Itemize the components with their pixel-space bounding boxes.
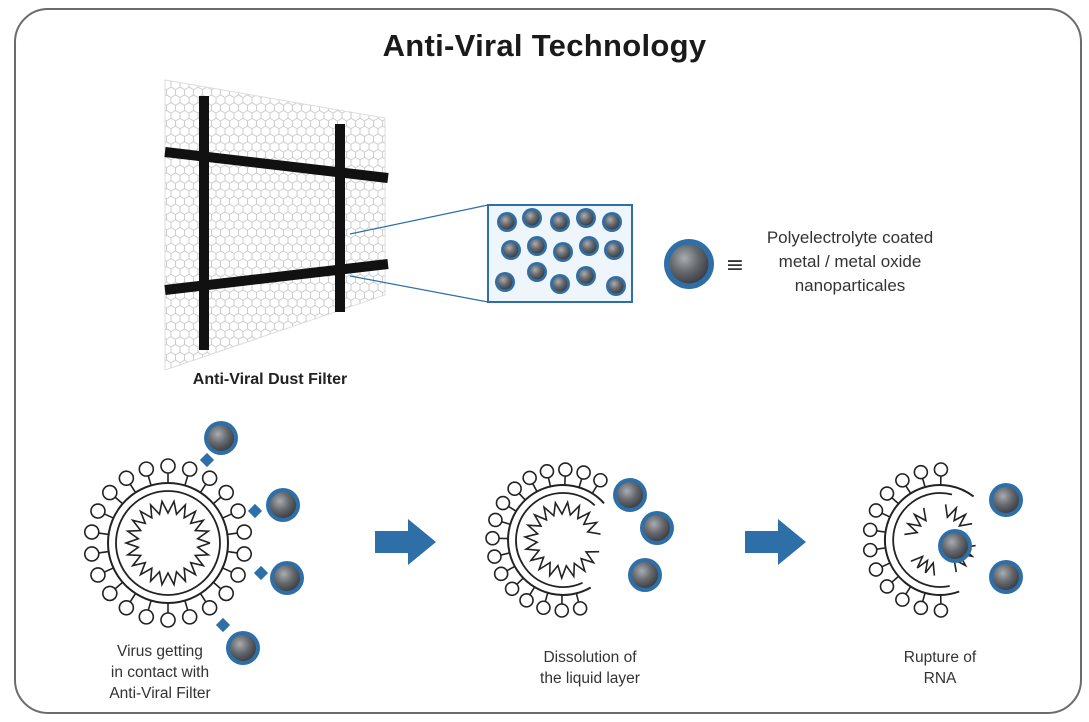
zoom-particles <box>495 208 626 296</box>
rna-fragment <box>944 504 973 527</box>
nanoparticle <box>606 276 626 296</box>
nanoparticle <box>527 262 547 282</box>
legend-line: metal / metal oxide <box>778 252 922 271</box>
coating-fragment <box>199 452 215 468</box>
attacking-nanoparticles <box>204 421 1023 665</box>
dust-filter <box>164 79 389 371</box>
caption-line: Anti-Viral Filter <box>109 685 211 702</box>
nanoparticle <box>613 478 647 512</box>
nanoparticle <box>550 212 570 232</box>
step-caption-dissolution: Dissolution of the liquid layer <box>490 647 690 689</box>
nanoparticle <box>576 208 596 228</box>
nanoparticle <box>204 421 238 455</box>
nanoparticle <box>527 236 547 256</box>
step-arrow-2 <box>745 519 806 565</box>
coating-fragment <box>253 565 269 581</box>
legend-line: nanoparticales <box>794 276 906 295</box>
step-arrow-1 <box>375 519 436 565</box>
coating-fragment <box>215 617 231 633</box>
legend-description: Polyelectrolyte coated metal / metal oxi… <box>720 226 980 298</box>
virus-dissolving <box>485 462 608 618</box>
nanoparticle <box>501 240 521 260</box>
step-caption-rupture: Rupture of RNA <box>840 647 1040 689</box>
page-title: Anti-Viral Technology <box>382 28 707 63</box>
filter-label: Anti-Viral Dust Filter <box>192 371 348 388</box>
nanoparticle <box>522 208 542 228</box>
rna-fragment <box>910 555 936 576</box>
caption-line: Virus getting <box>117 643 203 660</box>
nanoparticle <box>579 236 599 256</box>
nanoparticle <box>604 240 624 260</box>
rna-fragment <box>904 507 927 536</box>
nanoparticle <box>576 266 596 286</box>
nanoparticle <box>628 558 662 592</box>
nanoparticle <box>270 561 304 595</box>
nanoparticle <box>497 212 517 232</box>
coating-fragment <box>247 503 263 519</box>
nanoparticle <box>640 511 674 545</box>
step-caption-contact: Virus getting in contact with Anti-Viral… <box>60 641 260 704</box>
nanoparticle <box>495 272 515 292</box>
legend-line: Polyelectrolyte coated <box>766 228 934 247</box>
nanoparticle <box>226 631 260 665</box>
nanoparticle <box>550 274 570 294</box>
caption-line: Dissolution of <box>543 649 637 666</box>
nanoparticle <box>989 560 1023 594</box>
caption-line: Rupture of <box>903 649 977 666</box>
nanoparticle <box>989 483 1023 517</box>
nanoparticle <box>602 212 622 232</box>
caption-line: the liquid layer <box>540 670 640 687</box>
nanoparticle <box>938 529 972 563</box>
caption-line: in contact with <box>110 664 210 681</box>
caption-line: RNA <box>923 670 957 687</box>
nanoparticle <box>266 488 300 522</box>
nanoparticle <box>553 242 573 262</box>
legend-equivalence-symbol: ≡ <box>726 253 744 278</box>
virus-intact <box>83 452 269 633</box>
legend-nanoparticle-icon <box>664 239 714 289</box>
virus-ruptured <box>862 462 976 618</box>
